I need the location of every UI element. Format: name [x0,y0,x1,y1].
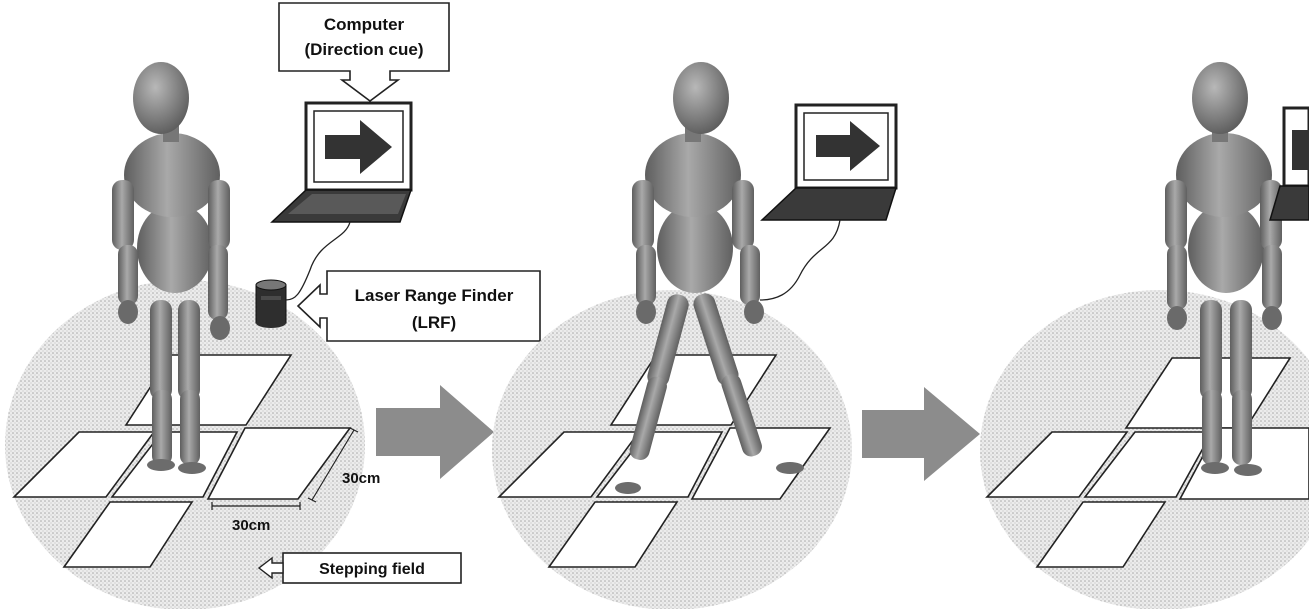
transition-arrow-1 [376,385,494,479]
panel-2 [492,62,896,609]
dimension-vertical-label: 30cm [342,470,380,487]
panel-1: Computer (Direction cue) Laser Range Fin… [5,3,540,609]
stepping-field-label: Stepping field [319,561,425,578]
laptop-icon [272,103,411,222]
laptop-icon [1270,108,1309,220]
laptop-icon [762,105,896,220]
stepping-field-callout: Stepping field [259,553,461,583]
computer-label: Computer [324,15,405,34]
laser-range-finder-icon [256,280,286,328]
cable [760,220,840,300]
transition-arrow-2 [862,387,980,481]
lrf-callout: Laser Range Finder (LRF) [298,271,540,341]
lrf-abbrev: (LRF) [412,313,456,332]
computer-callout: Computer (Direction cue) [279,3,449,101]
panel-3 [980,62,1309,609]
dimension-horizontal-label: 30cm [232,517,270,534]
lrf-label: Laser Range Finder [355,286,514,305]
direction-cue-label: (Direction cue) [304,40,423,59]
